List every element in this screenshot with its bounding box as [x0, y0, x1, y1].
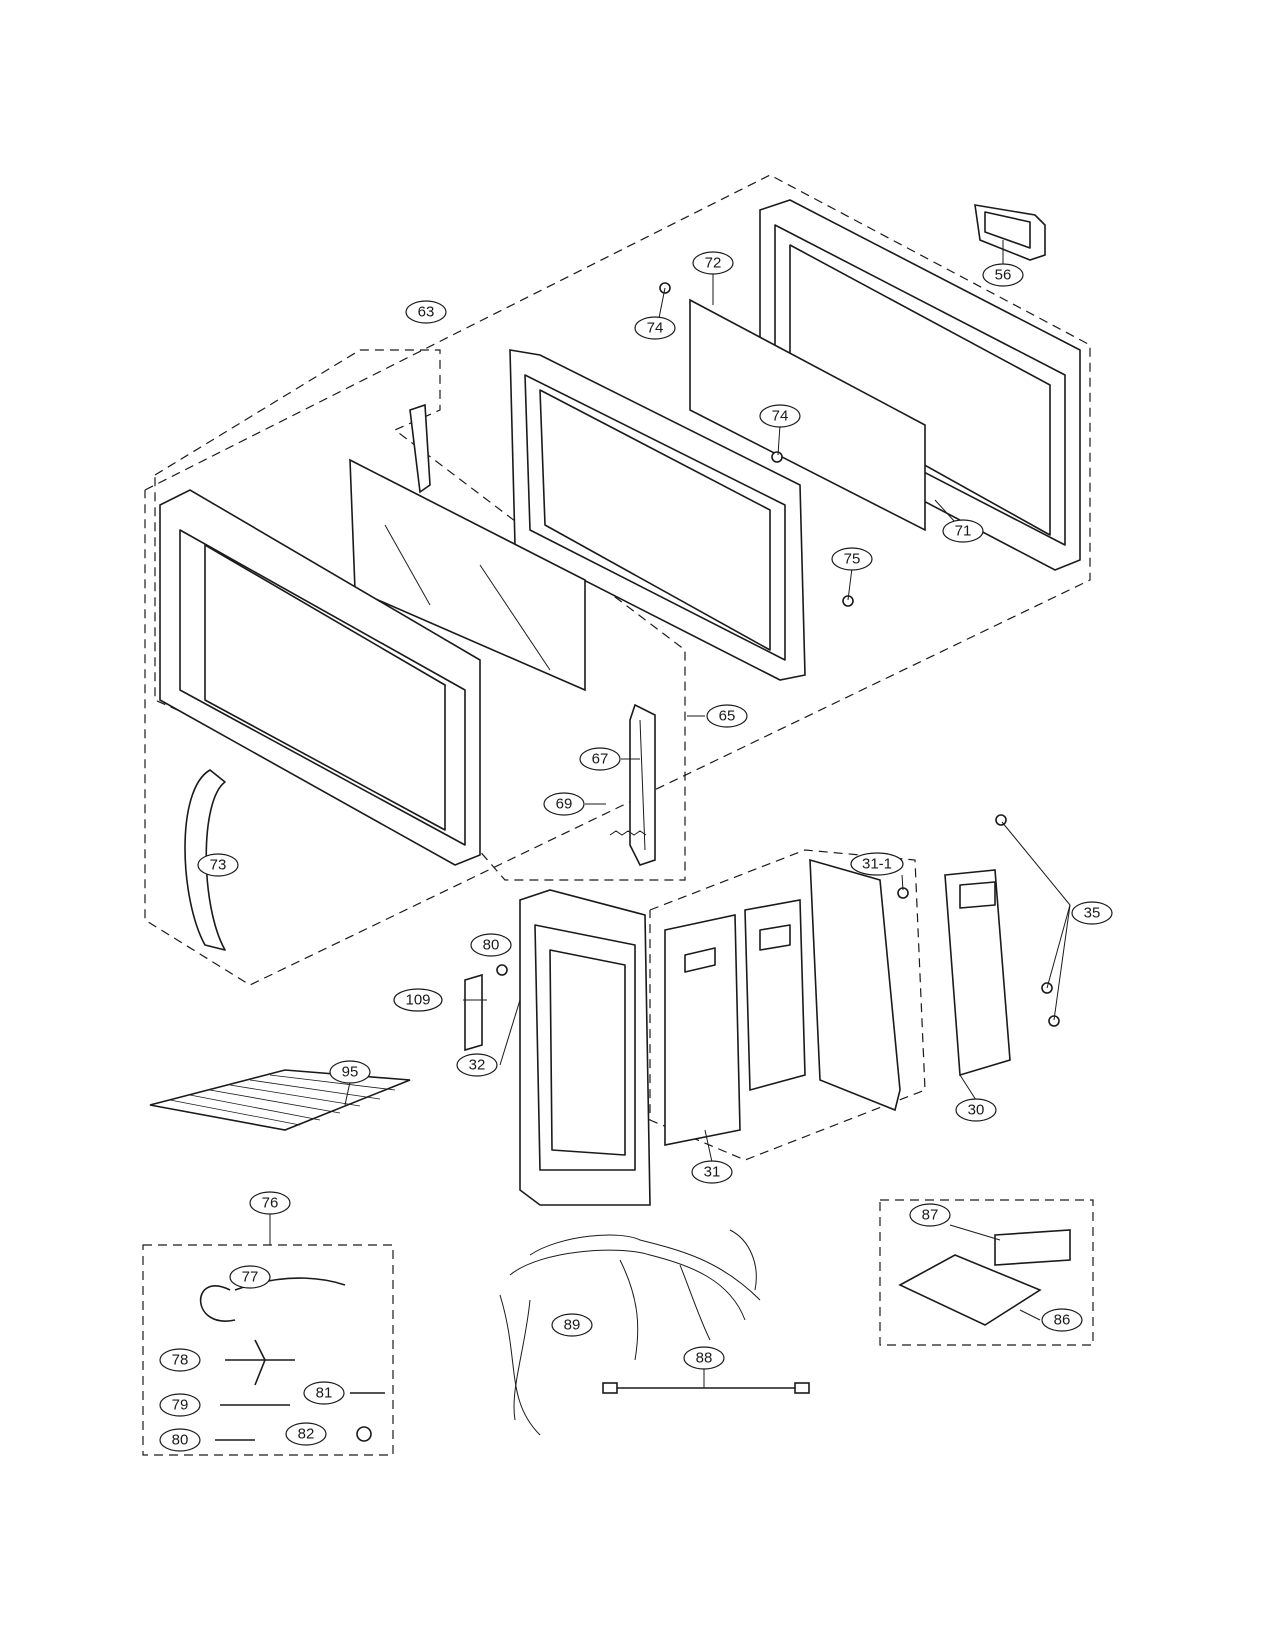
callout-75: 75 [831, 547, 873, 571]
svg-text:81: 81 [316, 1385, 333, 1402]
svg-text:95: 95 [342, 1064, 359, 1081]
installation-manual-part [898, 1254, 1042, 1326]
svg-text:77: 77 [242, 1269, 259, 1286]
svg-text:56: 56 [995, 267, 1012, 284]
svg-text:71: 71 [955, 523, 972, 540]
callout-89: 89 [551, 1313, 593, 1337]
svg-text:78: 78 [172, 1352, 189, 1369]
door-assembly-boundary [144, 174, 1091, 986]
callout-78: 78 [159, 1348, 201, 1372]
callout-87: 87 [909, 1203, 951, 1227]
callout-72: 72 [692, 251, 734, 275]
latch-bracket-part [629, 703, 656, 866]
svg-text:31-1: 31-1 [862, 856, 892, 873]
callout-79: 79 [159, 1393, 201, 1417]
control-overlay-window [684, 947, 716, 973]
rack-part [149, 1069, 411, 1131]
callout-74-lower: 74 [759, 404, 801, 428]
svg-text:74: 74 [772, 408, 789, 425]
cord-part [199, 1277, 346, 1322]
svg-text:86: 86 [1054, 1312, 1071, 1329]
svg-text:75: 75 [844, 551, 861, 568]
control-board-boundary [649, 849, 926, 1161]
callout-32: 32 [456, 1053, 498, 1077]
manual-kit-boundary [879, 1199, 1094, 1346]
control-overlay-part [664, 914, 741, 1146]
glass-panel-part [349, 458, 586, 692]
film-sheet-part [689, 298, 926, 532]
svg-text:89: 89 [564, 1317, 581, 1334]
latch-part [974, 204, 1046, 261]
svg-text:31: 31 [704, 1164, 721, 1181]
callout-71: 71 [942, 519, 984, 543]
svg-text:63: 63 [418, 304, 435, 321]
callout-88: 88 [683, 1346, 725, 1370]
callout-73: 73 [197, 853, 239, 877]
pcb-bracket-part [809, 858, 901, 1112]
callout-86: 86 [1041, 1308, 1083, 1332]
svg-text:67: 67 [592, 751, 609, 768]
leader-lines [269, 240, 1071, 1388]
svg-text:74: 74 [647, 320, 664, 337]
svg-text:69: 69 [556, 796, 573, 813]
svg-text:73: 73 [210, 857, 227, 874]
pcb-part [944, 869, 1011, 1077]
svg-text:82: 82 [298, 1426, 315, 1443]
callout-74-upper: 74 [634, 316, 676, 340]
callout-80-upper: 80 [470, 933, 512, 957]
inner-door-frame-part [509, 349, 806, 681]
callout-63: 63 [405, 300, 447, 324]
callout-82: 82 [285, 1422, 327, 1446]
callout-67: 67 [579, 747, 621, 771]
callout-77: 77 [229, 1265, 271, 1289]
callout-95: 95 [329, 1060, 371, 1084]
svg-text:65: 65 [719, 708, 736, 725]
door-handle-part [184, 769, 226, 951]
svg-text:32: 32 [469, 1057, 486, 1074]
washer-part [356, 1426, 372, 1442]
callout-76: 76 [249, 1191, 291, 1215]
hardware-kit-boundary [142, 1244, 394, 1456]
callout-31-1: 31-1 [850, 852, 904, 876]
svg-text:88: 88 [696, 1350, 713, 1367]
callout-30: 30 [955, 1098, 997, 1122]
callout-81: 81 [303, 1381, 345, 1405]
svg-text:79: 79 [172, 1397, 189, 1414]
control-sheet-window [759, 924, 791, 951]
svg-text:80: 80 [483, 937, 500, 954]
callout-56: 56 [982, 263, 1024, 287]
wire-harness-part [499, 1229, 761, 1436]
svg-text:72: 72 [705, 255, 722, 272]
spring-part [609, 830, 647, 836]
svg-text:87: 87 [922, 1207, 939, 1224]
svg-text:109: 109 [405, 992, 430, 1009]
svg-text:80: 80 [172, 1432, 189, 1449]
svg-text:76: 76 [262, 1195, 279, 1212]
svg-text:30: 30 [968, 1102, 985, 1119]
owners-manual-part [994, 1229, 1071, 1266]
callout-109: 109 [393, 988, 443, 1012]
callout-31: 31 [691, 1160, 733, 1184]
callout-35: 35 [1071, 901, 1113, 925]
svg-text:35: 35 [1084, 905, 1101, 922]
front-door-panel-part [159, 489, 481, 866]
callout-80-lower: 80 [159, 1428, 201, 1452]
callout-65: 65 [706, 704, 748, 728]
screw-parts [496, 282, 1060, 1027]
toggle-bolt-part [225, 1339, 295, 1386]
jumper-wire-part [602, 1382, 810, 1394]
plate-part [464, 973, 483, 1052]
door-frame-part [759, 199, 1081, 571]
callout-69: 69 [543, 792, 585, 816]
control-sheet-part [744, 899, 806, 1092]
vent-strip-part [409, 403, 431, 494]
control-panel-frame-part [519, 889, 651, 1206]
